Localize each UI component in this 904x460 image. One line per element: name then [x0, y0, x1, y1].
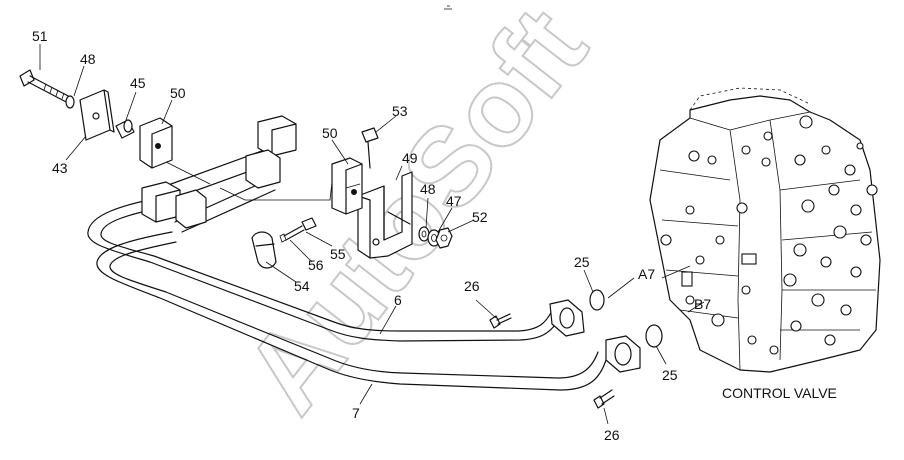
spacer-45: [115, 119, 135, 139]
callout-26-lower: 26: [604, 427, 620, 443]
callout-45: 45: [130, 75, 146, 91]
callout-B7: B7: [694, 296, 711, 312]
callout-54: 54: [294, 278, 310, 294]
callout-25-upper: 25: [574, 254, 590, 270]
flange-pipe-6: [549, 299, 585, 337]
callout-52: 52: [472, 209, 488, 225]
callout-48-left: 48: [80, 51, 96, 67]
top-mark: [444, 5, 452, 10]
callout-26-upper: 26: [464, 278, 480, 294]
bolt-53: [361, 127, 379, 169]
callout-53: 53: [392, 103, 408, 119]
bolt-26-lower: [593, 389, 615, 409]
control-valve: [649, 87, 881, 373]
bolt-26-upper: [489, 313, 512, 329]
callout-7: 7: [352, 405, 360, 421]
bolt-55: [283, 217, 317, 241]
pipe-7: [96, 231, 607, 391]
callout-47: 47: [446, 193, 462, 209]
callout-51: 51: [32, 28, 48, 44]
clamp-50-left: [139, 117, 173, 169]
tube-clamp-assembly: [141, 115, 333, 233]
washer-48-left: [65, 95, 75, 109]
flange-pipe-7: [605, 335, 641, 373]
o-ring-25-lower: [645, 324, 663, 348]
callout-48-right: 48: [420, 181, 436, 197]
pipe-6: [87, 195, 561, 342]
callout-25-lower: 25: [662, 367, 678, 383]
clip-54: [251, 231, 277, 269]
control-valve-caption: CONTROL VALVE: [722, 385, 837, 401]
callout-49: 49: [402, 150, 418, 166]
callout-A7: A7: [638, 266, 655, 282]
callout-6: 6: [394, 292, 402, 308]
callout-50-left: 50: [170, 85, 186, 101]
callout-56: 56: [308, 257, 324, 273]
plate-43: [79, 89, 115, 141]
callout-43: 43: [52, 160, 68, 176]
callout-50-middle: 50: [322, 125, 338, 141]
callout-55: 55: [330, 246, 346, 262]
o-ring-25-upper: [589, 289, 605, 311]
washer-56: [279, 233, 287, 243]
leader-lines: [39, 44, 705, 425]
clamp-50-middle: [331, 157, 363, 215]
bolt-51: [19, 69, 73, 105]
watermark: AutoSoft: [220, 0, 610, 435]
bracket-49: [357, 171, 413, 259]
nut-52: [435, 227, 453, 249]
